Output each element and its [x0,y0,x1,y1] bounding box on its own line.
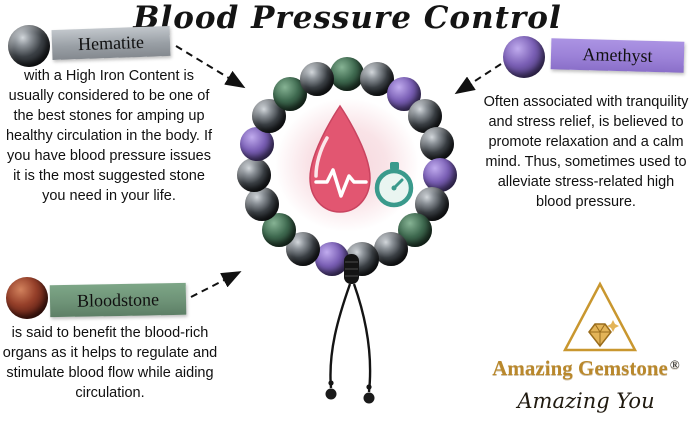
bracelet-bead-hematite [237,157,272,192]
brand-logo-icon [562,281,638,352]
blood-drop-icon [309,104,371,213]
bloodstone-label-text: Bloodstone [76,288,160,311]
brand-name: Amazing Gemstone® [478,356,694,381]
bracelet-bead-hematite [345,241,380,276]
bracelet-bead-ring [232,52,462,282]
blood-pressure-illustration [309,104,414,213]
amethyst-stone-icon [503,36,545,78]
bracelet-bead-amethyst [422,157,457,192]
bloodstone-arrow [190,271,242,298]
amethyst-label: Amethyst [550,38,685,73]
bloodstone-description: is said to benefit the blood-rich organs… [2,325,218,401]
page-title: Blood Pressure Control [133,0,562,36]
bloodstone-label: Bloodstone [49,282,187,318]
stopwatch-icon [374,162,414,208]
bracelet-bead-hematite [299,62,334,97]
registered-mark: ® [669,357,680,372]
bracelet-bead-hematite [420,127,455,162]
hematite-label-text: Hematite [77,31,145,54]
amethyst-arrow [454,63,502,95]
bracelet-bead-amethyst [314,241,349,276]
amethyst-label-text: Amethyst [582,44,653,66]
diamond-icon [588,320,619,348]
hematite-description: with a High Iron Content is usually cons… [5,68,213,204]
bracelet-bead-hematite [244,187,279,222]
hematite-label: Hematite [51,25,171,61]
bloodstone-stone-icon [6,277,48,319]
brand-tagline: Amazing You [517,389,655,413]
hematite-stone-icon [8,25,50,67]
amethyst-description: Often associated with tranquility and st… [483,94,689,210]
brand-name-text: Amazing Gemstone [492,356,668,380]
bracelet-bead-hematite [374,231,409,266]
bracelet-bead-bloodstone [330,57,364,91]
heartbeat-icon [314,168,368,198]
